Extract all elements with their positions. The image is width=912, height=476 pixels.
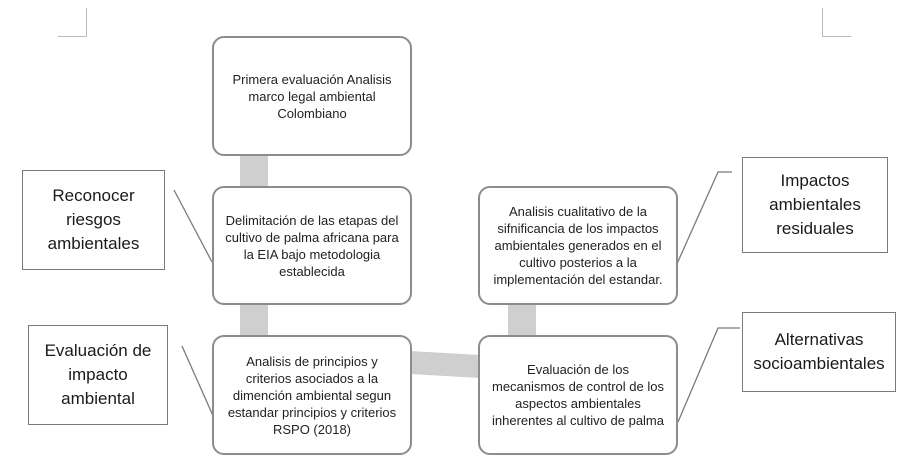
node-marco-legal-text: Primera evaluación Analisis marco legal …	[232, 71, 392, 121]
callout-evaluacion-impacto-text: Evaluación de impacto ambiental	[44, 341, 152, 408]
callout-reconocer-riesgos-text: Reconocer riesgos ambientales	[47, 186, 140, 253]
callout-alternativas-socioambientales: Alternativas socioambientales	[742, 312, 896, 392]
leader-line-residuales	[675, 171, 732, 267]
connector-n4-n5	[508, 304, 536, 336]
node-principios-rspo: Analisis de principios y criterios asoci…	[212, 335, 412, 455]
node-mecanismos-control: Evaluación de los mecanismos de control …	[478, 335, 678, 455]
node-delimitacion-etapas-text: Delimitación de las etapas del cultivo d…	[225, 212, 399, 279]
node-mecanismos-control-text: Evaluación de los mecanismos de control …	[492, 362, 664, 428]
page-corner-mark-left	[58, 8, 87, 37]
callout-alternativas-socioambientales-text: Alternativas socioambientales	[753, 330, 885, 373]
node-analisis-cualitativo: Analisis cualitativo de la sifnificancia…	[478, 186, 678, 305]
leader-line-evaluacion	[181, 345, 215, 419]
page-corner-mark-right	[822, 8, 851, 37]
connector-n1-n2	[240, 155, 268, 187]
node-marco-legal: Primera evaluación Analisis marco legal …	[212, 36, 412, 156]
callout-reconocer-riesgos: Reconocer riesgos ambientales	[22, 170, 165, 270]
connector-n2-n3	[240, 304, 268, 336]
callout-evaluacion-impacto: Evaluación de impacto ambiental	[28, 325, 168, 425]
callout-impactos-residuales: Impactos ambientales residuales	[742, 157, 888, 253]
leader-line-alternativas	[677, 327, 740, 423]
node-delimitacion-etapas: Delimitación de las etapas del cultivo d…	[212, 186, 412, 305]
node-principios-rspo-text: Analisis de principios y criterios asoci…	[227, 353, 397, 437]
callout-impactos-residuales-text: Impactos ambientales residuales	[769, 171, 861, 238]
node-analisis-cualitativo-text: Analisis cualitativo de la sifnificancia…	[493, 204, 663, 287]
leader-line-riesgos	[173, 189, 213, 263]
connector-n3-n4	[410, 351, 480, 378]
